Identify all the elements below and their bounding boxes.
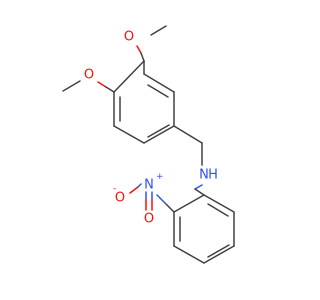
- molecule-diagram: O O N H N + O - O: [62, 25, 235, 264]
- ring1-bond-d: [143, 125, 175, 144]
- atom-o-methoxy-top: O: [124, 30, 134, 45]
- methoxy-top-c-bond: [140, 52, 145, 62]
- methoxy-left-o-bond: [97, 81, 107, 88]
- atom-n-amine: N: [199, 168, 209, 183]
- atom-o-nitro-minus: O: [115, 191, 125, 206]
- atom-o-nitro-double: O: [144, 212, 154, 227]
- ring1-inner-double-b: [147, 124, 170, 138]
- ring2-inner-double-b: [207, 244, 230, 258]
- ring1-bond-c: [113, 125, 145, 144]
- ethyl-bond-a: [173, 125, 203, 144]
- ring2-bond-a: [173, 194, 205, 213]
- structure-canvas: O O N H N + O - O: [62, 25, 235, 264]
- ring1-bond-a: [113, 60, 145, 93]
- amine-c-bond: [194, 188, 205, 196]
- methyl-top-bond: [150, 25, 167, 36]
- ring2-bond-f: [203, 194, 235, 213]
- nitro-n-charge: +: [156, 172, 164, 182]
- ring2-bond-c: [173, 245, 205, 264]
- ring2-bond-d: [203, 245, 235, 264]
- ring1-inner-double-c: [147, 84, 169, 98]
- methoxy-top-o-bond: [136, 45, 142, 54]
- ring1-bond-f: [143, 73, 175, 93]
- atom-h-amine: H: [208, 168, 218, 183]
- ring2-inner-double-c: [207, 203, 229, 217]
- atom-n-nitro: N: [144, 178, 154, 193]
- nitro-n-o-minus-bond-o: [129, 186, 139, 194]
- amine-n-bond: [194, 184, 203, 190]
- nitro-c-bond: [165, 203, 175, 213]
- nitro-n-bond: [156, 194, 167, 205]
- nitro-o-charge: -: [113, 184, 116, 194]
- atom-o-methoxy-left: O: [84, 68, 94, 83]
- methyl-left-bond: [62, 80, 81, 92]
- methoxy-left-c-bond: [105, 86, 115, 93]
